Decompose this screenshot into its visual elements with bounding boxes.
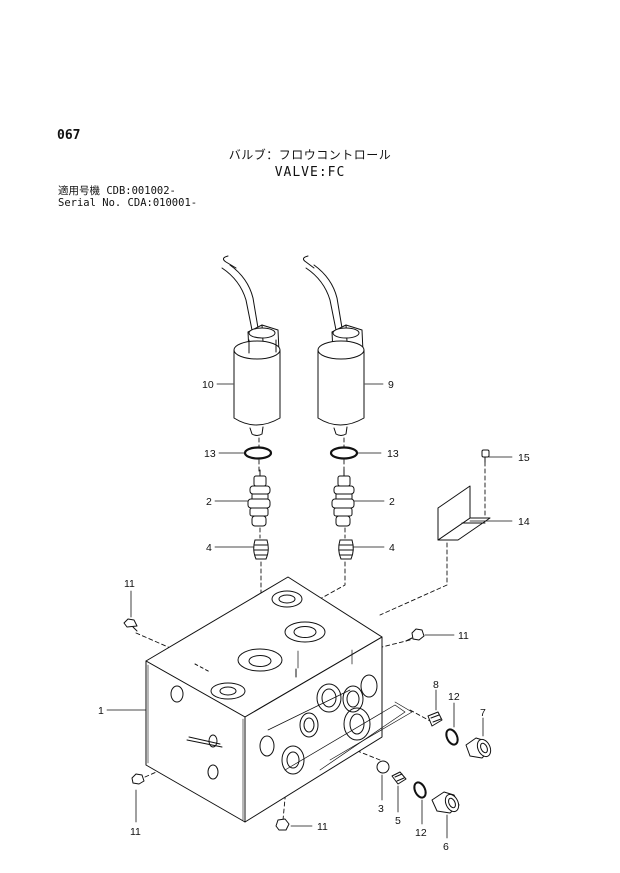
plate-14 bbox=[437, 485, 491, 541]
callout-13-left: 13 bbox=[204, 448, 216, 460]
callout-4-right: 4 bbox=[389, 542, 395, 554]
callout-9: 9 bbox=[388, 379, 394, 391]
spool-2-left bbox=[247, 469, 271, 527]
callout-11-left-top: 11 bbox=[124, 578, 135, 590]
spool-2-right bbox=[331, 469, 355, 527]
solenoid-10 bbox=[221, 255, 281, 436]
callout-4-left: 4 bbox=[206, 542, 212, 554]
o-ring-12-lower bbox=[413, 781, 427, 799]
serial-label-1: 適用号機 bbox=[58, 185, 100, 197]
callout-3: 3 bbox=[378, 803, 384, 815]
bolt-11-bottom bbox=[275, 818, 290, 831]
spring-seat-5 bbox=[391, 771, 407, 785]
solenoid-9 bbox=[302, 255, 365, 436]
serial-value-1: CDB:001002- bbox=[106, 185, 176, 197]
o-ring-13-right bbox=[329, 446, 359, 460]
spring-4-right bbox=[338, 539, 354, 560]
bolt-11-left-bottom bbox=[131, 773, 145, 785]
spring-4-left bbox=[253, 539, 269, 560]
o-ring-13-left bbox=[243, 446, 273, 460]
bolt-11-left-top bbox=[123, 618, 138, 632]
callout-2-right: 2 bbox=[389, 496, 395, 508]
callout-5: 5 bbox=[395, 815, 401, 827]
callout-11-right: 11 bbox=[458, 630, 469, 642]
callout-12-upper: 12 bbox=[448, 691, 460, 703]
callout-8: 8 bbox=[433, 679, 439, 691]
serial-row-2: Serial No. CDA:010001- bbox=[58, 198, 197, 209]
callout-14: 14 bbox=[518, 516, 530, 528]
serial-row-1: 適用号機 CDB:001002- bbox=[58, 186, 176, 197]
plug-6 bbox=[431, 791, 460, 814]
callout-10: 10 bbox=[202, 379, 214, 391]
callout-11-left-bottom: 11 bbox=[130, 826, 141, 838]
plug-7 bbox=[465, 737, 492, 759]
screw-15 bbox=[481, 449, 490, 463]
serial-value-2: CDA:010001- bbox=[127, 197, 198, 209]
callout-12-lower: 12 bbox=[415, 827, 427, 839]
restrictor-8 bbox=[427, 711, 443, 727]
leader-lines bbox=[106, 383, 513, 839]
title-japanese: バルブ：フロウコントロール bbox=[228, 148, 392, 162]
serial-label-2: Serial No. bbox=[58, 197, 122, 209]
callout-15: 15 bbox=[518, 452, 530, 464]
page-number: 067 bbox=[57, 128, 81, 143]
callout-1: 1 bbox=[98, 705, 104, 717]
callout-labels: 10 9 13 13 2 2 4 4 15 14 1 11 11 11 11 3… bbox=[98, 379, 530, 853]
bolt-11-right bbox=[405, 628, 425, 642]
callout-13-right: 13 bbox=[387, 448, 399, 460]
callout-6: 6 bbox=[443, 841, 449, 853]
callout-2-left: 2 bbox=[206, 496, 212, 508]
title-english: VALVE:FC bbox=[274, 165, 346, 180]
valve-body-1 bbox=[145, 576, 413, 823]
callout-11-bottom: 11 bbox=[317, 821, 328, 833]
o-ring-12-upper bbox=[445, 728, 459, 746]
ball-3 bbox=[376, 760, 390, 774]
callout-7: 7 bbox=[480, 707, 486, 719]
